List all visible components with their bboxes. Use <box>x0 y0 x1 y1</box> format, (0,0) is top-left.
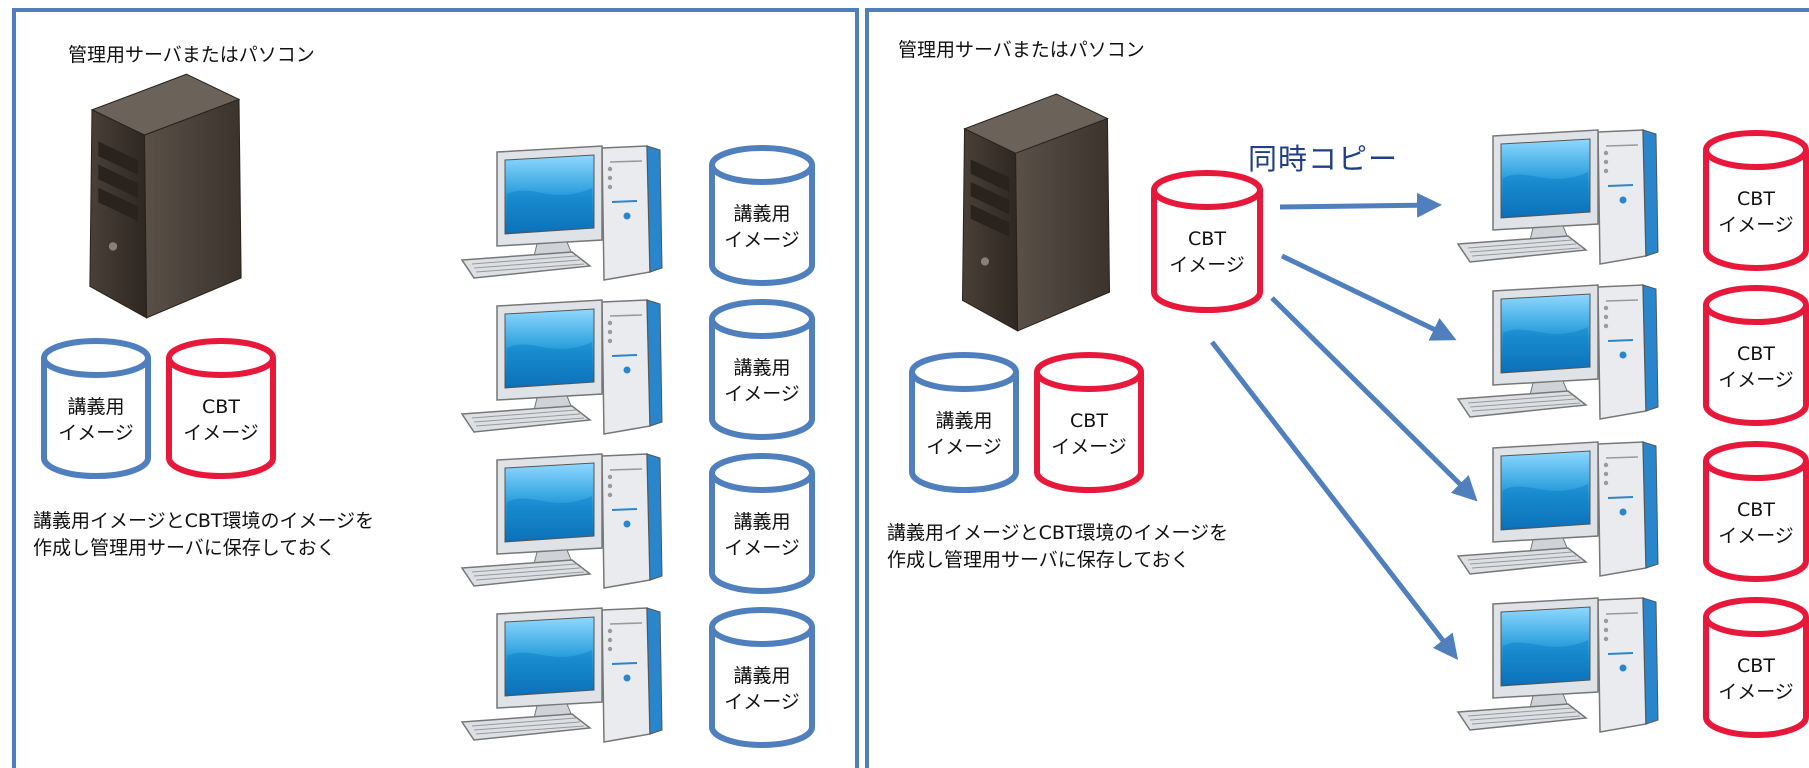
left-client-pc-3 <box>452 452 702 592</box>
source-cbt-image-line1: CBT <box>1188 228 1226 250</box>
right-lecture-image-line1: 講義用 <box>935 410 993 432</box>
left-client-image-4: 講義用 イメージ <box>708 607 816 749</box>
right-note: 講義用イメージとCBT環境のイメージを 作成し管理用サーバに保存しておく <box>887 520 1317 574</box>
right-client-image-3: CBT イメージ <box>1702 441 1809 583</box>
left-client-image-1-line2: イメージ <box>724 229 800 251</box>
right-client-image-4-line1: CBT <box>1737 655 1775 677</box>
right-server-title: 管理用サーバまたはパソコン <box>898 39 1145 61</box>
left-cbt-image-line1: CBT <box>202 396 240 418</box>
right-note-line2: 作成し管理用サーバに保存しておく <box>887 549 1190 571</box>
left-client-image-1: 講義用 イメージ <box>708 145 816 287</box>
right-client-pc-2 <box>1448 283 1698 423</box>
left-client-image-2-line2: イメージ <box>724 383 800 405</box>
left-client-image-2: 講義用 イメージ <box>708 299 816 441</box>
left-client-pc-1 <box>452 144 702 284</box>
right-note-line1: 講義用イメージとCBT環境のイメージを <box>887 522 1229 544</box>
right-client-image-4: CBT イメージ <box>1702 597 1809 739</box>
source-cbt-image-line2: イメージ <box>1169 254 1245 276</box>
left-client-image-1-line1: 講義用 <box>733 203 791 225</box>
right-client-pc-3 <box>1448 440 1698 580</box>
right-client-image-2: CBT イメージ <box>1702 285 1809 427</box>
left-client-image-4-line1: 講義用 <box>733 665 791 687</box>
left-note-line1: 講義用イメージとCBT環境のイメージを <box>33 510 375 532</box>
right-server-icon <box>952 90 1120 335</box>
right-client-image-4-line2: イメージ <box>1718 681 1794 703</box>
left-lecture-image: 講義用 イメージ <box>40 338 152 481</box>
left-client-image-3-line1: 講義用 <box>733 511 791 533</box>
left-client-image-3-line2: イメージ <box>724 537 800 559</box>
copy-title: 同時コピー <box>1248 142 1399 176</box>
left-cbt-image-line2: イメージ <box>183 422 259 444</box>
right-cbt-image-line1: CBT <box>1070 410 1108 432</box>
right-client-image-1-line1: CBT <box>1737 188 1775 210</box>
left-lecture-image-line2: イメージ <box>58 422 134 444</box>
right-lecture-image-line2: イメージ <box>926 436 1002 458</box>
left-client-image-4-line2: イメージ <box>724 691 800 713</box>
right-client-image-2-line2: イメージ <box>1718 369 1794 391</box>
left-server-title: 管理用サーバまたはパソコン <box>68 44 315 66</box>
right-client-image-1-line2: イメージ <box>1718 214 1794 236</box>
right-client-image-3-line2: イメージ <box>1718 525 1794 547</box>
right-lecture-image: 講義用 イメージ <box>908 352 1020 495</box>
source-cbt-image: CBT イメージ <box>1150 170 1264 314</box>
right-client-pc-4 <box>1448 596 1698 736</box>
left-client-image-2-line1: 講義用 <box>733 357 791 379</box>
right-client-pc-1 <box>1448 128 1698 268</box>
left-lecture-image-line1: 講義用 <box>67 396 125 418</box>
left-note-line2: 作成し管理用サーバに保存しておく <box>33 537 336 559</box>
right-client-image-2-line1: CBT <box>1737 343 1775 365</box>
right-client-image-3-line1: CBT <box>1737 499 1775 521</box>
left-client-image-3: 講義用 イメージ <box>708 453 816 595</box>
left-server-icon <box>78 70 253 322</box>
left-client-pc-4 <box>452 606 702 746</box>
right-client-image-1: CBT イメージ <box>1702 130 1809 272</box>
right-cbt-image-line2: イメージ <box>1051 436 1127 458</box>
right-cbt-image: CBT イメージ <box>1033 352 1145 495</box>
left-cbt-image: CBT イメージ <box>165 338 277 481</box>
left-client-pc-2 <box>452 298 702 438</box>
left-note: 講義用イメージとCBT環境のイメージを 作成し管理用サーバに保存しておく <box>33 508 463 562</box>
